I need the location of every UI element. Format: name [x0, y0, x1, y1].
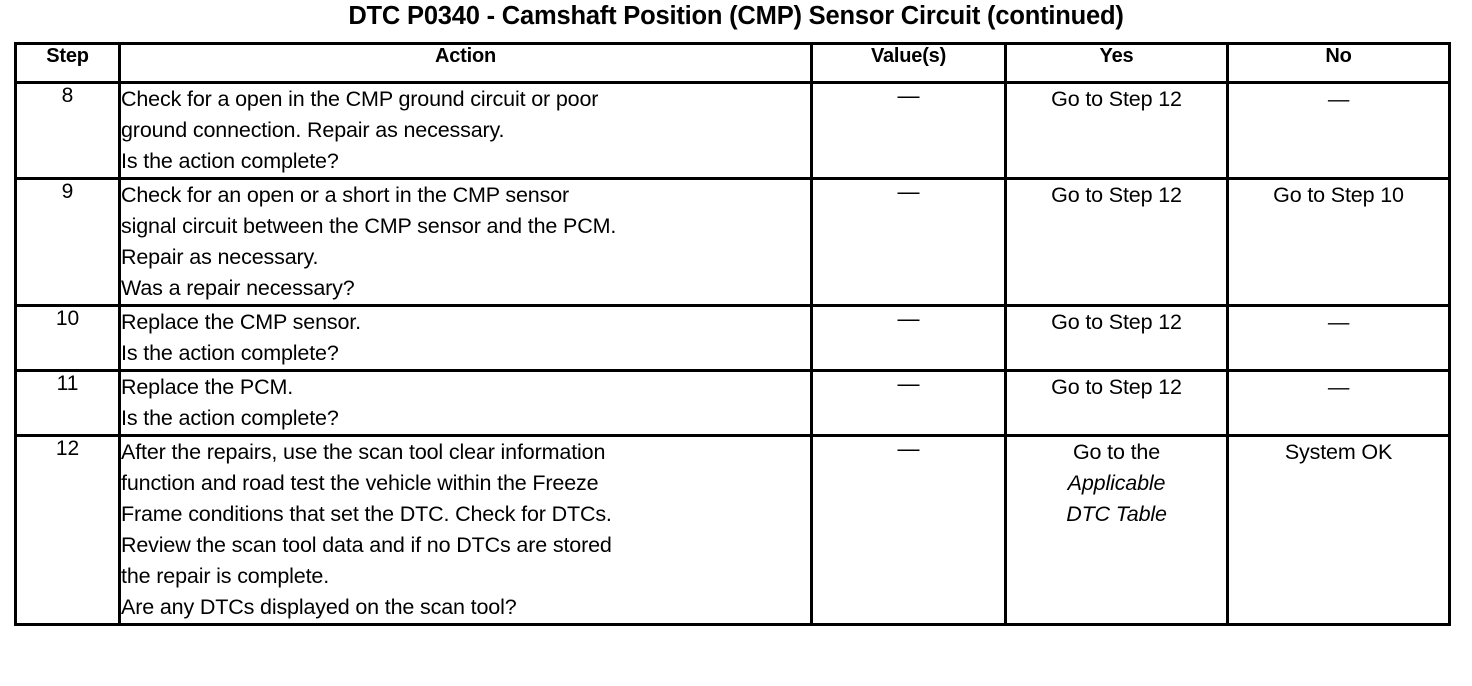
text-line: function and road test the vehicle withi… [121, 471, 599, 495]
text-line: Replace the PCM. [121, 375, 294, 399]
table-header: Step Action Value(s) Yes No [14, 42, 1451, 84]
dash-glyph: — [897, 306, 920, 331]
column-header-yes: Yes [1004, 42, 1229, 84]
text-line: Review the scan tool data and if no DTCs… [121, 533, 612, 557]
text-line: — [1327, 87, 1350, 111]
text-line: signal circuit between the CMP sensor an… [121, 214, 617, 238]
column-header-no: No [1226, 42, 1451, 84]
text-line: Is the action complete? [121, 406, 339, 430]
page-title: DTC P0340 - Camshaft Position (CMP) Sens… [348, 2, 1124, 30]
step-number-cell: 9 [14, 177, 121, 307]
text-line: Are any DTCs displayed on the scan tool? [121, 595, 517, 619]
text-line: the repair is complete. [121, 564, 330, 588]
text-line: — [1327, 310, 1350, 334]
action-cell: Replace the CMP sensor. Is the action com… [118, 304, 813, 372]
text-line: Go to Step 12 [1051, 87, 1182, 111]
text-line: — [1327, 375, 1350, 399]
no-result-cell: System OK [1226, 434, 1451, 626]
text-line: Frame conditions that set the DTC. Check… [121, 502, 612, 526]
value-cell: — [810, 369, 1007, 437]
action-cell: Check for a open in the CMP ground circu… [118, 81, 813, 180]
no-result-cell: — [1226, 304, 1451, 372]
no-result-cell: — [1226, 369, 1451, 437]
text-line: Was a repair necessary? [121, 276, 355, 300]
action-cell: Replace the PCM. Is the action complete? [118, 369, 813, 437]
column-header-action: Action [118, 42, 813, 84]
text-line: Check for an open or a short in the CMP … [121, 183, 570, 207]
yes-result-cell: Go to Step 12 [1004, 177, 1229, 307]
dash-glyph: — [897, 371, 920, 396]
dash-glyph: — [897, 83, 920, 108]
text-line: Go to the [1072, 440, 1161, 464]
step-number-cell: 12 [14, 434, 121, 626]
step-number-cell: 8 [14, 81, 121, 180]
text-line: Applicable [1067, 471, 1166, 495]
text-line: Repair as necessary. [121, 245, 319, 269]
value-cell: — [810, 304, 1007, 372]
text-line: Go to Step 12 [1051, 375, 1182, 399]
dash-glyph: — [897, 179, 920, 204]
value-cell: — [810, 177, 1007, 307]
text-line: DTC Table [1066, 502, 1167, 526]
value-cell: — [810, 434, 1007, 626]
yes-result-cell: Go to Step 12 [1004, 369, 1229, 437]
header-row: Step Action Value(s) Yes No [14, 42, 1451, 84]
column-header-step: Step [14, 42, 121, 84]
text-line: Go to Step 10 [1273, 183, 1404, 207]
text-line: Go to Step 12 [1051, 183, 1182, 207]
text-line: Check for a open in the CMP ground circu… [121, 87, 599, 111]
text-line: Go to Step 12 [1051, 310, 1182, 334]
value-cell: — [810, 81, 1007, 180]
no-result-cell: Go to Step 10 [1226, 177, 1451, 307]
text-line: After the repairs, use the scan tool cle… [121, 440, 606, 464]
yes-result-cell: Go to Step 12 [1004, 81, 1229, 180]
step-number-cell: 11 [14, 369, 121, 437]
text-line: ground connection. Repair as necessary. [121, 118, 505, 142]
action-cell: After the repairs, use the scan tool cle… [118, 434, 813, 626]
dash-glyph: — [897, 436, 920, 461]
text-line: Replace the CMP sensor. [121, 310, 361, 334]
column-header-value: Value(s) [810, 42, 1007, 84]
text-line: System OK [1284, 440, 1393, 464]
step-number-cell: 10 [14, 304, 121, 372]
action-cell: Check for an open or a short in the CMP … [118, 177, 813, 307]
text-line: Is the action complete? [121, 341, 339, 365]
no-result-cell: — [1226, 81, 1451, 180]
text-line: Is the action complete? [121, 149, 339, 173]
yes-result-cell: Go to Step 12 [1004, 304, 1229, 372]
